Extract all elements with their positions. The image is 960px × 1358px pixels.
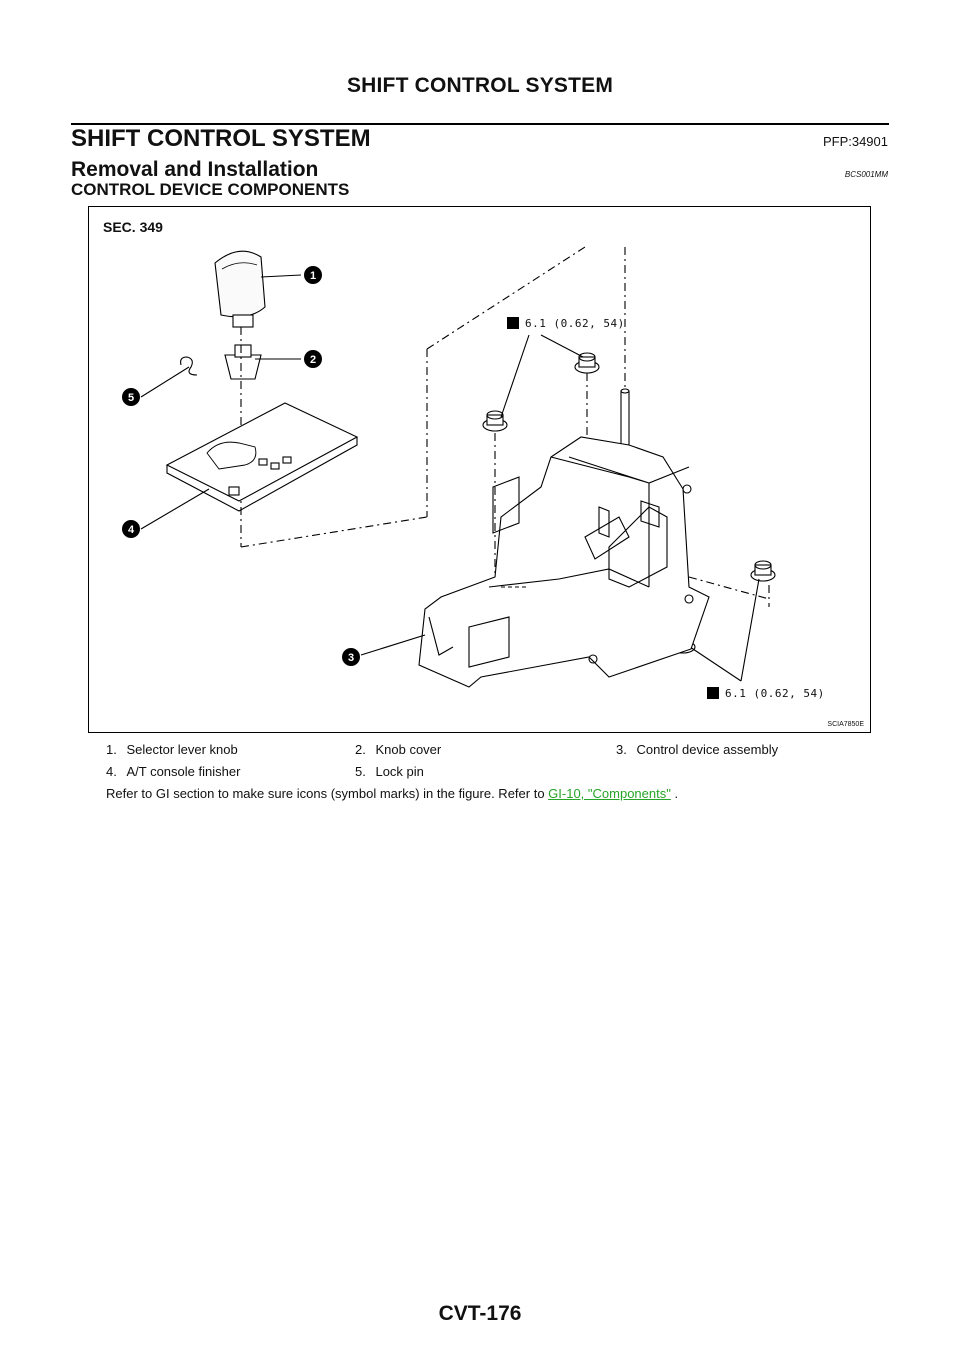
console-finisher-drawing [165, 402, 359, 502]
legend-item-1: 1. Selector lever knob [106, 742, 238, 757]
legend-num: 2. [355, 742, 366, 757]
nut-top-right-drawing [574, 352, 600, 374]
legend-label: Lock pin [375, 764, 424, 779]
callout-2: 2 [304, 350, 322, 368]
section-title: SHIFT CONTROL SYSTEM [71, 125, 371, 152]
callout-5-label: 5 [128, 392, 134, 404]
legend-item-3: 3. Control device assembly [616, 742, 778, 757]
callout-1: 1 [304, 266, 322, 284]
figure-id: SCIA7850E [827, 721, 864, 728]
selector-knob-drawing [214, 250, 266, 318]
torque-icon [507, 317, 519, 329]
note-text: Refer to GI section to make sure icons (… [106, 786, 549, 801]
callout-5: 5 [122, 388, 140, 406]
legend-num: 3. [616, 742, 627, 757]
callout-4-label: 4 [128, 524, 135, 536]
legend-num: 5. [355, 764, 366, 779]
lock-pin-drawing [180, 356, 198, 376]
pfp-code: PFP:34901 [822, 134, 888, 149]
sec-number: SEC. 349 [103, 219, 163, 235]
reference-note: Refer to GI section to make sure icons (… [106, 786, 678, 801]
control-device-drawing [418, 436, 710, 688]
page-number: CVT-176 [438, 1302, 522, 1325]
exploded-diagram: 1 2 3 4 5 SEC. 349 6.1 (0.62, 54) 6.1 (0… [88, 206, 871, 733]
nut-top-drawing [482, 410, 508, 432]
torque-icon [707, 687, 719, 699]
legend-num: 4. [106, 764, 117, 779]
diagram-drawing: 1 2 3 4 5 [122, 246, 776, 699]
legend-item-2: 2. Knob cover [355, 742, 441, 757]
callout-3-label: 3 [348, 652, 354, 664]
legend-num: 1. [106, 742, 117, 757]
subsubsection-title: CONTROL DEVICE COMPONENTS [71, 180, 350, 199]
torque-spec-lower: 6.1 (0.62, 54) [725, 687, 825, 700]
callout-3: 3 [342, 648, 360, 666]
nut-right-drawing [750, 560, 776, 582]
page-header-title: SHIFT CONTROL SYSTEM [346, 74, 614, 97]
callout-4: 4 [122, 520, 140, 538]
legend-label: A/T console finisher [126, 764, 241, 779]
legend-item-5: 5. Lock pin [355, 764, 424, 779]
legend-label: Control device assembly [636, 742, 779, 757]
legend-item-4: 4. A/T console finisher [106, 764, 240, 779]
subsection-title: Removal and Installation [71, 158, 319, 181]
gi-components-link[interactable]: GI-10, "Components" [548, 786, 671, 801]
torque-spec-upper: 6.1 (0.62, 54) [525, 317, 625, 330]
legend-label: Selector lever knob [126, 742, 238, 757]
section-divider [71, 123, 889, 125]
note-text-end: . [670, 786, 679, 801]
callout-2-label: 2 [310, 354, 316, 366]
legend-label: Knob cover [375, 742, 442, 757]
bcs-code: BCS001MM [844, 170, 888, 179]
callout-1-label: 1 [310, 270, 316, 282]
